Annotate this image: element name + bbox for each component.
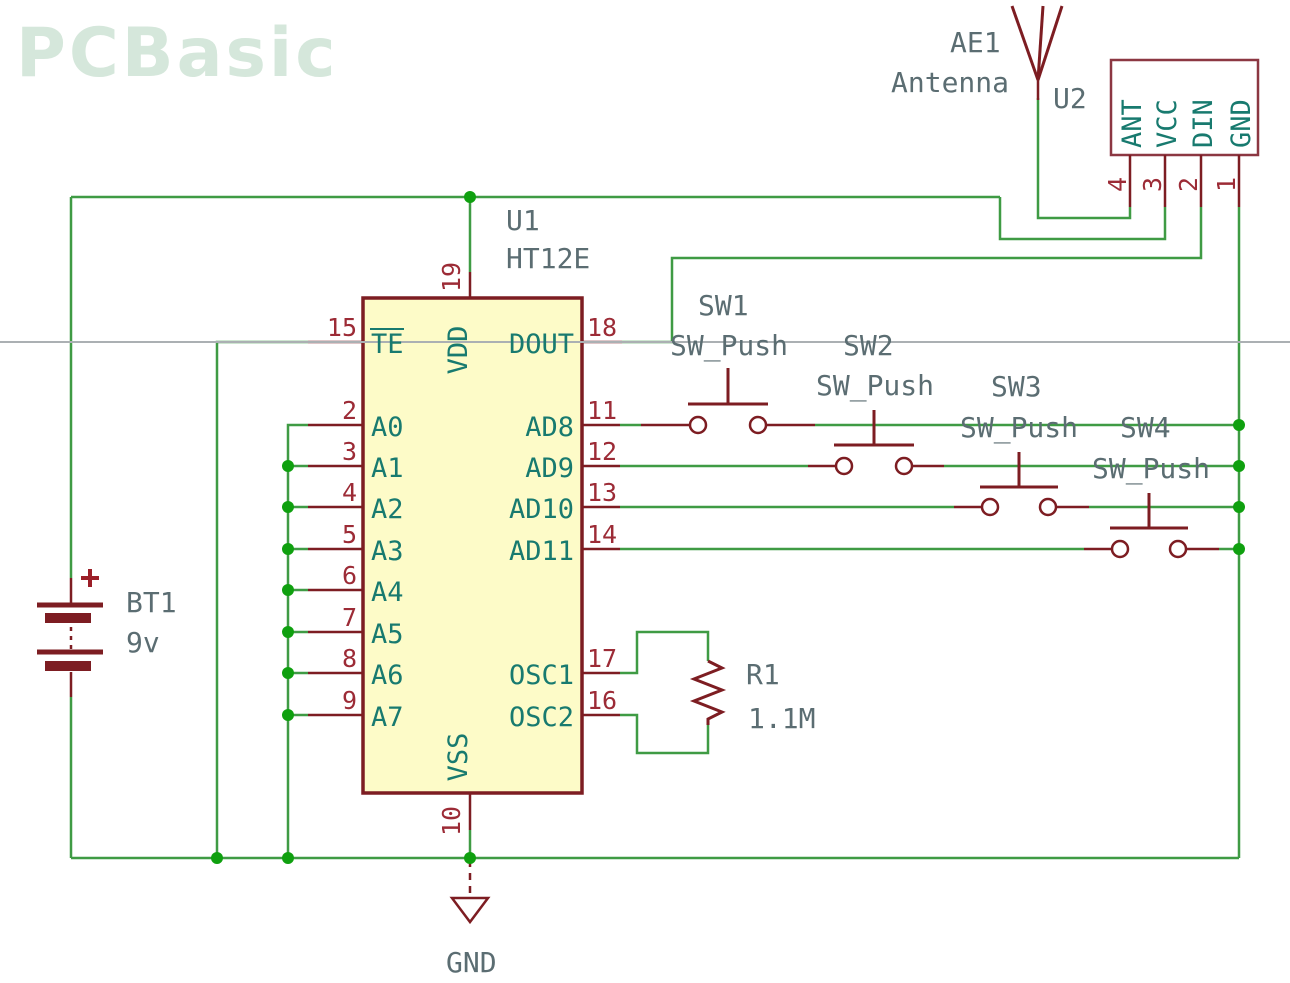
junction-dot bbox=[282, 667, 294, 679]
wire-antenna[interactable] bbox=[1036, 98, 1132, 220]
sw3-value[interactable]: SW_Push bbox=[960, 411, 1078, 445]
u1-pin-number[interactable]: 2 bbox=[342, 396, 357, 425]
u1-ic-body[interactable] bbox=[361, 296, 584, 795]
u1-pin-number[interactable]: 19 bbox=[437, 262, 466, 292]
u1-pin-name-te[interactable]: TE bbox=[371, 329, 404, 360]
junction-dot bbox=[282, 626, 294, 638]
wire-osc1-r1[interactable] bbox=[620, 630, 710, 675]
sw4-reference[interactable]: SW4 bbox=[1120, 411, 1171, 444]
junction-dot bbox=[464, 852, 476, 864]
junction-dot bbox=[282, 852, 294, 864]
junction-dot bbox=[464, 191, 476, 203]
u1-pin-number[interactable]: 18 bbox=[587, 313, 617, 342]
u1-pin-name[interactable]: A4 bbox=[371, 577, 404, 608]
u2-pin-number[interactable]: 2 bbox=[1174, 177, 1203, 192]
junction-dot bbox=[282, 709, 294, 721]
u2-reference[interactable]: U2 bbox=[1053, 82, 1087, 115]
u1-pin-number[interactable]: 15 bbox=[327, 313, 357, 342]
junction-dot bbox=[1233, 543, 1245, 555]
u1-pin-name-vss[interactable]: VSS bbox=[443, 733, 474, 782]
u1-reference[interactable]: U1 bbox=[506, 204, 540, 237]
junction-dot bbox=[211, 852, 223, 864]
sw4-value[interactable]: SW_Push bbox=[1092, 452, 1210, 486]
battery-reference[interactable]: BT1 bbox=[126, 586, 177, 619]
u1-pin-name[interactable]: A6 bbox=[371, 660, 404, 691]
sw1-reference[interactable]: SW1 bbox=[698, 289, 749, 322]
junction-dot bbox=[282, 543, 294, 555]
u1-pin-number[interactable]: 13 bbox=[587, 478, 617, 507]
u1-pin-number[interactable]: 3 bbox=[342, 437, 357, 466]
u2-pin-name[interactable]: ANT bbox=[1117, 99, 1148, 148]
gnd-triangle-icon bbox=[449, 896, 491, 925]
junction-dot bbox=[282, 584, 294, 596]
u1-pin-name[interactable]: A7 bbox=[371, 702, 404, 733]
u1-pin-name[interactable]: AD11 bbox=[509, 536, 574, 567]
resistor-symbol[interactable] bbox=[689, 659, 727, 725]
antenna-reference[interactable]: AE1 bbox=[950, 26, 1001, 59]
u1-value[interactable]: HT12E bbox=[506, 242, 590, 275]
gnd-symbol[interactable] bbox=[449, 860, 491, 925]
sw2-symbol[interactable] bbox=[808, 410, 944, 476]
u1-pin-number[interactable]: 10 bbox=[437, 806, 466, 836]
u1-pin-number[interactable]: 14 bbox=[587, 520, 617, 549]
sw2-value[interactable]: SW_Push bbox=[816, 369, 934, 403]
junction-dot bbox=[282, 460, 294, 472]
antenna-value[interactable]: Antenna bbox=[891, 66, 1009, 99]
u1-pin-number[interactable]: 4 bbox=[342, 478, 357, 507]
u1-pin-name[interactable]: AD9 bbox=[525, 453, 574, 484]
junction-dot bbox=[1233, 460, 1245, 472]
sw4-symbol[interactable] bbox=[1084, 493, 1219, 559]
u2-pin-name[interactable]: GND bbox=[1226, 99, 1257, 148]
battery-symbol[interactable] bbox=[37, 569, 103, 671]
battery-plate-short bbox=[45, 661, 91, 671]
u1-pin-number[interactable]: 7 bbox=[342, 603, 357, 632]
u1-pin-number[interactable]: 8 bbox=[342, 644, 357, 673]
junction-dot bbox=[282, 501, 294, 513]
sw1-value[interactable]: SW_Push bbox=[670, 329, 788, 363]
sw3-reference[interactable]: SW3 bbox=[991, 370, 1042, 403]
u1-pin-name[interactable]: OSC2 bbox=[509, 702, 574, 733]
u1-pin-name[interactable]: A5 bbox=[371, 619, 404, 650]
u1-pin-name[interactable]: A3 bbox=[371, 536, 404, 567]
u1-pin-name[interactable]: AD8 bbox=[525, 412, 574, 443]
wire-address-bus[interactable] bbox=[286, 423, 308, 858]
u1-pin-name[interactable]: OSC1 bbox=[509, 660, 574, 691]
u1-pin-number[interactable]: 16 bbox=[587, 686, 617, 715]
u2-pin-number[interactable]: 3 bbox=[1138, 177, 1167, 192]
wire-te-to-gnd[interactable] bbox=[215, 340, 308, 858]
pcbasic-logo: PCBasic bbox=[16, 14, 339, 93]
u1-pin-name[interactable]: AD10 bbox=[509, 494, 574, 525]
antenna-symbol[interactable] bbox=[1010, 5, 1064, 100]
u1-pin-number[interactable]: 17 bbox=[587, 644, 617, 673]
u2-pin-number[interactable]: 1 bbox=[1212, 177, 1241, 192]
u1-pin-number[interactable]: 6 bbox=[342, 561, 357, 590]
u1-pin-name[interactable]: A0 bbox=[371, 412, 404, 443]
battery-value[interactable]: 9v bbox=[126, 626, 160, 659]
u1-pin-name-vdd[interactable]: VDD bbox=[443, 326, 474, 375]
sw1-symbol[interactable] bbox=[641, 368, 815, 435]
u2-pin-number[interactable]: 4 bbox=[1103, 177, 1132, 192]
resistor-value[interactable]: 1.1M bbox=[748, 702, 815, 735]
junction-dot bbox=[1233, 419, 1245, 431]
resistor-reference[interactable]: R1 bbox=[746, 658, 780, 691]
u2-pin-name[interactable]: DIN bbox=[1188, 99, 1219, 148]
u1-pin-number[interactable]: 9 bbox=[342, 686, 357, 715]
junction-dot bbox=[1233, 501, 1245, 513]
sw3-symbol[interactable] bbox=[954, 452, 1089, 517]
battery-plate-short bbox=[45, 613, 91, 623]
u1-pin-name[interactable]: A1 bbox=[371, 453, 404, 484]
wire-osc2-r1[interactable] bbox=[620, 713, 710, 755]
gnd-label[interactable]: GND bbox=[446, 946, 497, 979]
u1-pin-number[interactable]: 5 bbox=[342, 520, 357, 549]
u1-pin-number[interactable]: 12 bbox=[587, 437, 617, 466]
sw2-reference[interactable]: SW2 bbox=[843, 329, 894, 362]
u1-pin-name[interactable]: A2 bbox=[371, 494, 404, 525]
u1-pin-name[interactable]: DOUT bbox=[509, 329, 574, 360]
u1-pin-number[interactable]: 11 bbox=[587, 396, 617, 425]
u2-pin-name[interactable]: VCC bbox=[1152, 99, 1183, 148]
wire-vcc-u2[interactable] bbox=[998, 197, 1167, 241]
u2-module-body[interactable] bbox=[1109, 58, 1260, 157]
